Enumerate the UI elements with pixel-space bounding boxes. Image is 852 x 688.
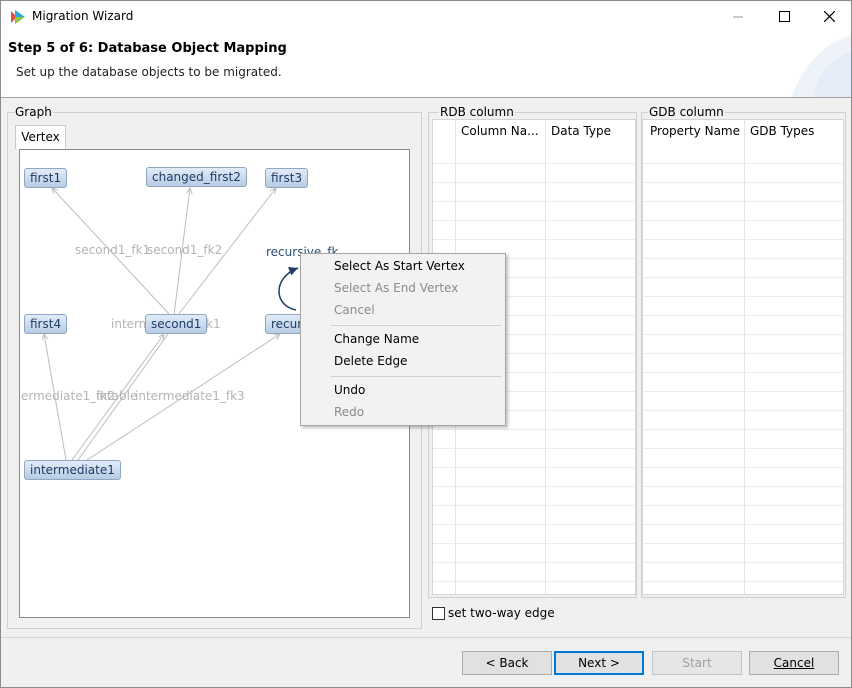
minimize-button[interactable] — [715, 1, 761, 32]
vertex-first1[interactable]: first1 — [24, 168, 68, 188]
close-button[interactable] — [806, 1, 852, 32]
maximize-icon — [778, 11, 790, 22]
two-way-edge-option[interactable]: set two-way edge — [432, 606, 555, 620]
column-header-data-type[interactable]: Data Type — [551, 124, 612, 138]
window-title: Migration Wizard — [32, 9, 134, 23]
edge-second1-first1[interactable] — [52, 188, 171, 316]
title-bar: Migration Wizard — [1, 1, 851, 32]
column-header-column-name[interactable]: Column Na... — [461, 124, 539, 138]
menu-item-redo[interactable]: Redo — [334, 405, 365, 419]
cancel-button[interactable]: Cancel — [749, 651, 839, 675]
gdb-column-table[interactable]: Property Name GDB Types — [642, 119, 844, 595]
column-header-gdb-types[interactable]: GDB Types — [750, 124, 815, 138]
gdb-column-group-label: GDB column — [648, 105, 725, 119]
page-description: Set up the database objects to be migrat… — [16, 65, 282, 79]
next-button[interactable]: Next > — [554, 651, 644, 675]
back-button[interactable]: < Back — [462, 651, 552, 675]
edge-recursive-loop[interactable] — [278, 267, 299, 311]
edge-label-second1-fk2: second1_fk2 — [147, 243, 223, 257]
gdb-column-group — [641, 112, 846, 598]
page-title: Step 5 of 6: Database Object Mapping — [8, 41, 287, 56]
column-header-property-name[interactable]: Property Name — [650, 124, 740, 138]
menu-item-change-name[interactable]: Change Name — [334, 332, 420, 346]
two-way-edge-checkbox[interactable] — [432, 606, 445, 620]
menu-item-undo[interactable]: Undo — [334, 383, 366, 397]
graph-context-menu: Select As Start Vertex Select As End Ver… — [300, 253, 506, 426]
edge-intermediate1-second1-b[interactable] — [77, 333, 169, 461]
graph-edges — [20, 150, 299, 463]
header-decoration — [791, 36, 851, 97]
edge-label-second1-fk1: second1_fk1 — [75, 243, 151, 257]
menu-separator — [331, 376, 501, 377]
two-way-edge-label: set two-way edge — [448, 606, 555, 620]
edge-second1-first3[interactable] — [177, 188, 276, 316]
maximize-button[interactable] — [761, 1, 807, 32]
cancel-button-label: Cancel — [773, 656, 815, 670]
footer-divider — [1, 637, 851, 638]
vertex-second1[interactable]: second1 — [145, 314, 208, 334]
start-button[interactable]: Start — [652, 651, 742, 675]
edge-intermediate1-second1-a[interactable] — [71, 334, 164, 461]
rdb-column-group-label: RDB column — [439, 105, 515, 119]
edge-label-intermediate1-fk3: intermediate1_fk3 — [135, 389, 245, 403]
wizard-header: Step 5 of 6: Database Object Mapping Set… — [1, 32, 851, 98]
app-logo-icon — [11, 10, 25, 24]
edge-intermediate1-first4[interactable] — [44, 334, 67, 461]
edge-label-intable: intable — [96, 389, 138, 403]
vertex-first4[interactable]: first4 — [24, 314, 68, 334]
vertex-intermediate1[interactable]: intermediate1 — [24, 460, 121, 480]
minimize-icon — [733, 16, 743, 17]
edge-label-intermediate1-fk2: ermediate1_fk2 — [21, 389, 116, 403]
menu-item-select-start-vertex[interactable]: Select As Start Vertex — [334, 259, 465, 273]
edge-intermediate1-recursive[interactable] — [83, 334, 280, 463]
edge-second1-changed-first2[interactable] — [173, 188, 190, 316]
menu-item-cancel[interactable]: Cancel — [334, 303, 375, 317]
menu-separator — [331, 325, 501, 326]
graph-group-label: Graph — [14, 105, 53, 119]
vertex-first3[interactable]: first3 — [265, 168, 309, 188]
menu-item-delete-edge[interactable]: Delete Edge — [334, 354, 408, 368]
menu-item-select-end-vertex[interactable]: Select As End Vertex — [334, 281, 459, 295]
close-icon — [823, 11, 835, 22]
tab-vertex[interactable]: Vertex — [15, 125, 66, 149]
vertex-changed-first2[interactable]: changed_first2 — [146, 167, 247, 187]
